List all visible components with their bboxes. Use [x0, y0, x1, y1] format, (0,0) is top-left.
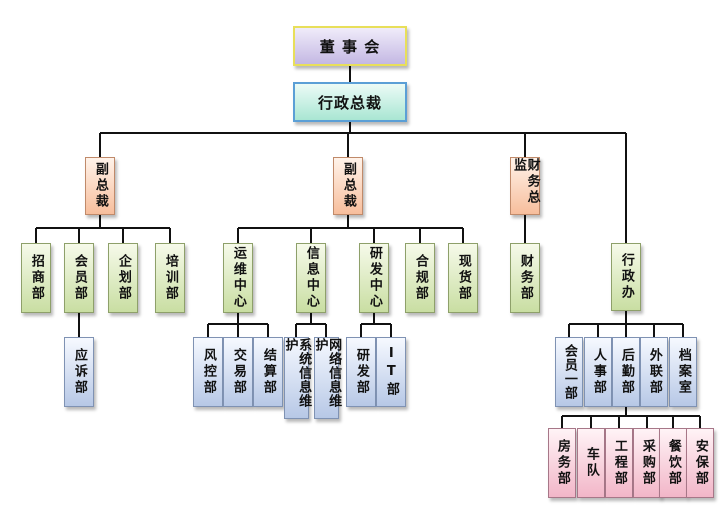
- node-net-info: 网络信息维护: [313, 337, 341, 419]
- node-security: 安保部: [686, 428, 714, 498]
- node-engineering: 工程部: [605, 428, 633, 498]
- node-archive: 档案室: [669, 337, 697, 407]
- node-finance: 财务部: [510, 243, 540, 313]
- node-member: 会员部: [64, 243, 94, 313]
- node-fleet: 车队: [577, 428, 605, 498]
- node-litigation: 应诉部: [64, 337, 94, 407]
- node-admin-office: 行政办: [611, 243, 641, 311]
- node-compliance: 合规部: [405, 243, 435, 313]
- node-trading: 交易部: [223, 337, 253, 407]
- node-ceo: 行政总裁: [293, 82, 407, 122]
- node-training: 培训部: [155, 243, 185, 313]
- node-purchasing: 采购部: [633, 428, 661, 498]
- node-rd-center: 研发中心: [359, 243, 389, 313]
- node-housing: 房务部: [548, 428, 576, 498]
- node-cfo: 财务总监: [510, 157, 540, 215]
- node-external: 外联部: [640, 337, 668, 407]
- node-catering: 餐饮部: [659, 428, 687, 498]
- node-logistics: 后勤部: [612, 337, 640, 407]
- node-planning: 企划部: [108, 243, 138, 313]
- node-board: 董 事 会: [293, 26, 407, 66]
- node-rd-dept: 研发部: [346, 337, 376, 407]
- node-settlement: 结算部: [253, 337, 283, 407]
- node-member-1: 会员一部: [555, 337, 583, 407]
- node-risk: 风控部: [193, 337, 223, 407]
- node-spot: 现货部: [448, 243, 478, 313]
- node-recruit: 招商部: [21, 243, 51, 313]
- node-info-center: 信息中心: [296, 243, 326, 313]
- node-it-dept: IT部: [376, 337, 406, 407]
- node-vp-1: 副总裁: [85, 157, 115, 215]
- node-ops-center: 运维中心: [223, 243, 253, 313]
- node-sys-info: 系统信息维护: [283, 337, 311, 419]
- node-hr: 人事部: [584, 337, 612, 407]
- node-vp-2: 副总裁: [333, 157, 363, 215]
